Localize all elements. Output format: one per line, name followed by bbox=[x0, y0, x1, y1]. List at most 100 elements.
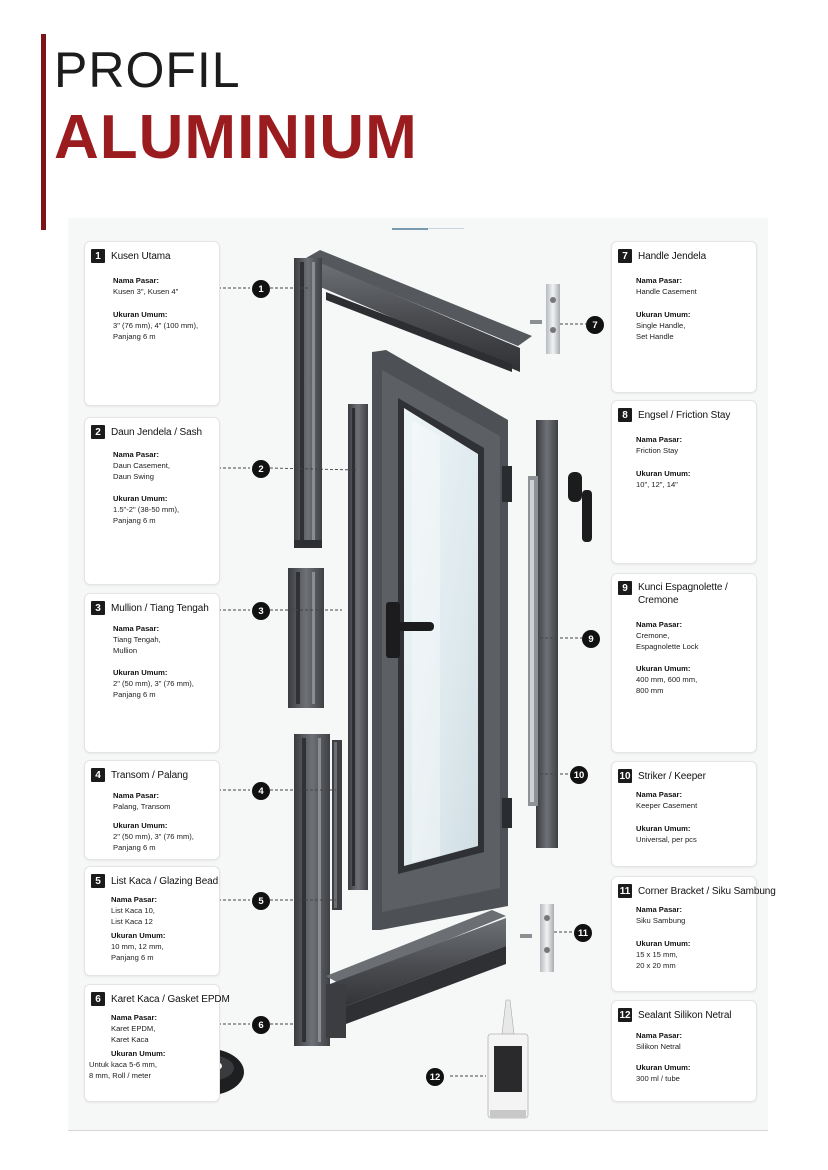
corner-bracket-top bbox=[530, 284, 560, 354]
market-label: Nama Pasar: bbox=[111, 895, 158, 904]
main-frame-top-rail bbox=[306, 250, 532, 372]
size-value: 3" (76 mm), 4" (100 mm), Panjang 6 m bbox=[113, 321, 199, 341]
market-value: Handle Casement bbox=[636, 287, 697, 296]
card-title: Transom / Palang bbox=[111, 769, 188, 781]
card-corner-bracket: 11 Corner Bracket / Siku Sambung Nama Pas… bbox=[611, 876, 776, 992]
callout-2: 2 bbox=[252, 460, 270, 478]
size-label: Ukuran Umum: bbox=[113, 668, 168, 677]
market-label: Nama Pasar: bbox=[636, 435, 683, 444]
size-label: Ukuran Umum: bbox=[636, 1063, 691, 1072]
market-label: Nama Pasar: bbox=[636, 620, 683, 629]
market-label: Nama Pasar: bbox=[113, 450, 160, 459]
market-value: Karet EPDM, Karet Kaca bbox=[111, 1024, 156, 1044]
callout-12: 12 bbox=[426, 1068, 444, 1086]
glazing-bead-strip bbox=[332, 740, 342, 910]
card-number: 10 bbox=[618, 769, 632, 783]
market-value: Cremone, Espagnolette Lock bbox=[636, 631, 699, 651]
market-label: Nama Pasar: bbox=[636, 790, 683, 799]
card-title: Kunci Espagnolette / Cremone bbox=[638, 582, 728, 606]
sealant-tube-diagram bbox=[487, 999, 529, 1119]
corner-bracket-bottom bbox=[520, 904, 554, 972]
card-striker: 10 Striker / Keeper Nama Pasar: Keeper Ca… bbox=[611, 761, 757, 867]
size-label: Ukuran Umum: bbox=[111, 931, 166, 940]
callout-4: 4 bbox=[252, 782, 270, 800]
size-value: 15 x 15 mm, 20 x 20 mm bbox=[636, 950, 678, 970]
callout-5: 5 bbox=[252, 892, 270, 910]
card-title: List Kaca / Glazing Bead bbox=[111, 875, 219, 887]
poster-top-line bbox=[392, 228, 464, 229]
market-label: Nama Pasar: bbox=[113, 276, 160, 285]
card-number: 5 bbox=[91, 874, 105, 888]
callout-11: 11 bbox=[574, 924, 592, 942]
size-value: 10 mm, 12 mm, Panjang 6 m bbox=[111, 942, 164, 962]
callout-10: 10 bbox=[570, 766, 588, 784]
card-title: Mullion / Tiang Tengah bbox=[111, 602, 209, 614]
sash-frame bbox=[372, 350, 508, 930]
title-accent-bar bbox=[41, 34, 46, 230]
right-sash-profile bbox=[502, 420, 558, 848]
sash-handle bbox=[386, 602, 434, 658]
card-number: 2 bbox=[91, 425, 105, 439]
size-value: Single Handle, Set Handle bbox=[636, 321, 686, 341]
size-label: Ukuran Umum: bbox=[113, 310, 168, 319]
size-label: Ukuran Umum: bbox=[636, 310, 691, 319]
card-kusen-utama: 1 Kusen Utama Nama Pasar: Kusen 3", Kusen… bbox=[84, 241, 220, 406]
market-label: Nama Pasar: bbox=[636, 1031, 683, 1040]
size-value: 400 mm, 600 mm, 800 mm bbox=[636, 675, 698, 695]
size-label: Ukuran Umum: bbox=[111, 1049, 166, 1058]
card-title: Kusen Utama bbox=[111, 250, 171, 262]
card-number: 1 bbox=[91, 249, 105, 263]
size-value: Universal, per pcs bbox=[636, 835, 697, 844]
card-title: Handle Jendela bbox=[638, 250, 707, 262]
card-daun-jendela: 2 Daun Jendela / Sash Nama Pasar: Daun Ca… bbox=[84, 417, 220, 585]
card-number: 9 bbox=[618, 581, 632, 595]
card-title: Karet Kaca / Gasket EPDM bbox=[111, 993, 230, 1005]
market-value: Siku Sambung bbox=[636, 916, 686, 925]
size-value: 2" (50 mm), 3" (76 mm), Panjang 6 m bbox=[113, 679, 194, 699]
card-number: 6 bbox=[91, 992, 105, 1006]
market-label: Nama Pasar: bbox=[111, 1013, 158, 1022]
card-number: 4 bbox=[91, 768, 105, 782]
poster-top-line-accent bbox=[392, 228, 428, 230]
market-value: List Kaca 10, List Kaca 12 bbox=[111, 906, 155, 926]
card-number: 12 bbox=[618, 1008, 632, 1022]
size-value: 300 ml / tube bbox=[636, 1074, 680, 1083]
size-value: 1.5"-2" (38-50 mm), Panjang 6 m bbox=[113, 505, 180, 525]
card-title: Striker / Keeper bbox=[638, 770, 706, 782]
card-title: Daun Jendela / Sash bbox=[111, 426, 202, 438]
mullion-profile bbox=[288, 568, 324, 708]
callout-1: 1 bbox=[252, 280, 270, 298]
market-value: Keeper Casement bbox=[636, 801, 698, 810]
size-label: Ukuran Umum: bbox=[636, 824, 691, 833]
card-list-kaca: 5 List Kaca / Glazing Bead Nama Pasar: Li… bbox=[84, 866, 220, 976]
card-engsel: 8 Engsel / Friction Stay Nama Pasar: Fric… bbox=[611, 400, 757, 564]
page-title-line2: ALUMINIUM bbox=[54, 103, 418, 172]
size-value: Untuk kaca 5-6 mm, 8 mm, Roll / meter bbox=[89, 1060, 157, 1080]
market-label: Nama Pasar: bbox=[636, 905, 683, 914]
card-title: Corner Bracket / Siku Sambung bbox=[638, 885, 776, 897]
floating-handle bbox=[568, 472, 592, 542]
callout-7: 7 bbox=[586, 316, 604, 334]
size-label: Ukuran Umum: bbox=[113, 494, 168, 503]
market-value: Daun Casement, Daun Swing bbox=[113, 461, 170, 481]
callout-6: 6 bbox=[252, 1016, 270, 1034]
card-title: Engsel / Friction Stay bbox=[638, 409, 731, 421]
size-label: Ukuran Umum: bbox=[636, 939, 691, 948]
size-value: 2" (50 mm), 3" (76 mm), Panjang 6 m bbox=[113, 832, 194, 852]
card-number: 11 bbox=[618, 884, 632, 898]
card-number: 8 bbox=[618, 408, 632, 422]
market-value: Kusen 3", Kusen 4" bbox=[113, 287, 179, 296]
size-label: Ukuran Umum: bbox=[113, 821, 168, 830]
card-karet-kaca: 6 Karet Kaca / Gasket EPDM Nama Pasar: Ka… bbox=[84, 984, 230, 1102]
callout-3: 3 bbox=[252, 602, 270, 620]
poster-bottom-line bbox=[68, 1130, 768, 1131]
size-label: Ukuran Umum: bbox=[636, 469, 691, 478]
market-label: Nama Pasar: bbox=[113, 791, 160, 800]
sash-left-stile bbox=[348, 404, 368, 890]
market-value: Friction Stay bbox=[636, 446, 679, 455]
bottom-rail-profile bbox=[326, 910, 506, 1038]
card-kunci-espagnolette: 9 Kunci Espagnolette / Cremone Nama Pasar… bbox=[611, 573, 757, 753]
